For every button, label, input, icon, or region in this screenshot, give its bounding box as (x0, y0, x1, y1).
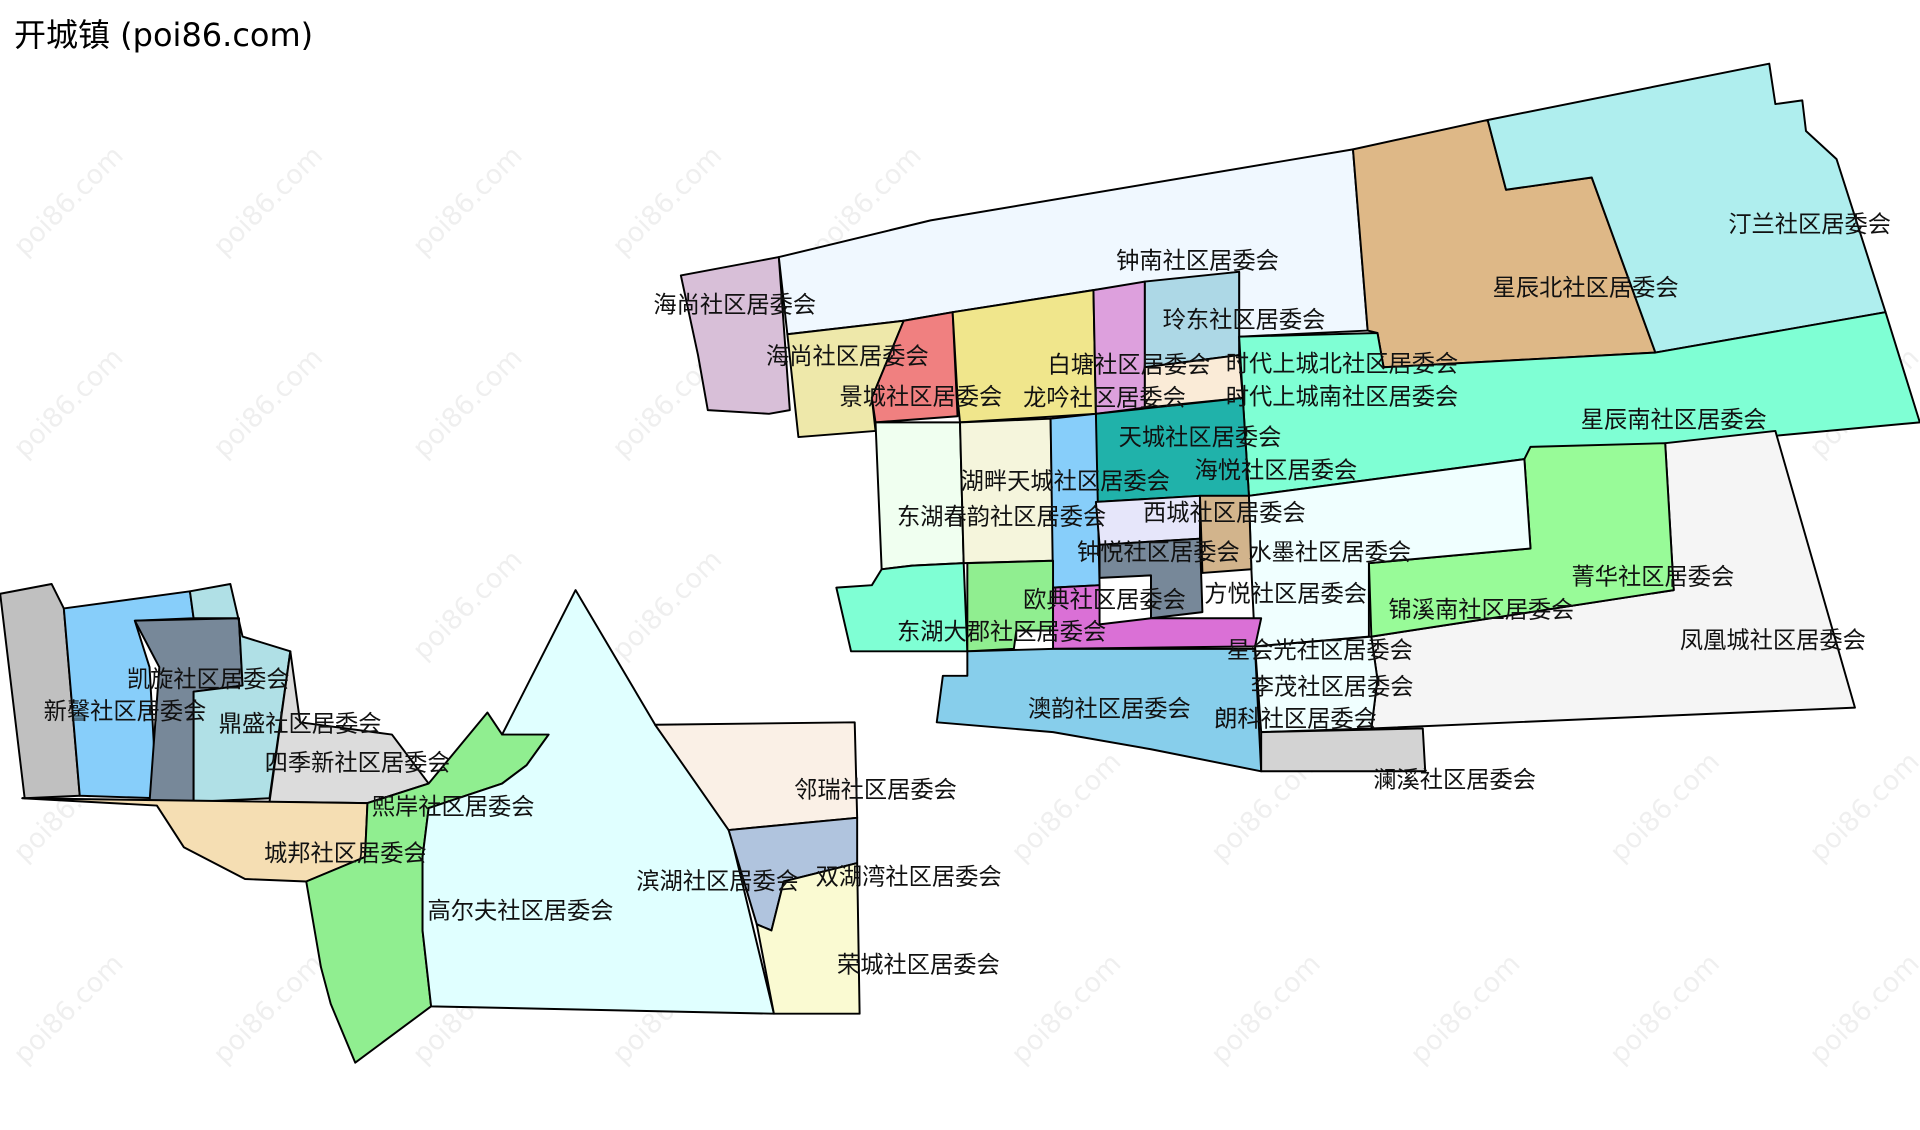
region-polygon[interactable] (1254, 635, 1379, 734)
region-label: 澜溪社区居委会 (1373, 767, 1536, 794)
region-label: 城邦社区居委会 (264, 840, 427, 867)
region-label: 荣城社区居委会 (837, 951, 1000, 978)
region-label: 新馨社区居委会 (44, 698, 207, 725)
region-label: 景城社区居委会 (839, 383, 1002, 410)
region-label: 锦溪南社区居委会 (1389, 596, 1575, 623)
region-label: 西城社区居委会 (1143, 500, 1306, 527)
region-label: 汀兰社区居委会 (1728, 211, 1891, 238)
region-polygon[interactable] (1486, 62, 1887, 354)
watermark-text: poi86.com (407, 342, 529, 464)
region-label: 邻瑞社区居委会 (794, 776, 957, 803)
region-polygon[interactable] (755, 862, 861, 1015)
region-label: 星会光社区居委会 (1227, 637, 1413, 664)
region-label: 滨湖社区居委会 (636, 868, 799, 895)
region-label: 东湖大郡社区居委会 (897, 618, 1106, 645)
region-label: 星辰南社区居委会 (1581, 407, 1767, 434)
watermark-text: poi86.com (8, 140, 130, 262)
watermark-text: poi86.com (1205, 948, 1327, 1070)
region-label: 东湖春韵社区居委会 (897, 503, 1106, 530)
region-label: 双湖湾社区居委会 (816, 863, 1002, 890)
region-label: 时代上城南社区居委会 (1226, 383, 1459, 410)
region-label: 时代上城北社区居委会 (1226, 350, 1459, 377)
region-label: 玲东社区居委会 (1163, 306, 1326, 333)
region-label: 天城社区居委会 (1119, 424, 1282, 451)
watermark-text: poi86.com (1804, 948, 1920, 1070)
region-label: 海悦社区居委会 (1194, 457, 1357, 484)
region-label: 朗科社区居委会 (1214, 705, 1377, 732)
region-label: 鼎盛社区居委会 (219, 710, 382, 737)
region-polygon[interactable] (951, 289, 1097, 424)
region-label: 高尔夫社区居委会 (427, 898, 613, 925)
region-label: 海尚社区居委会 (766, 343, 929, 370)
watermark-text: poi86.com (606, 544, 728, 666)
watermark-text: poi86.com (8, 342, 130, 464)
region-label: 熙岸社区居委会 (372, 794, 535, 821)
region-polygon[interactable] (1260, 727, 1427, 773)
region-label: 水墨社区居委会 (1248, 539, 1411, 566)
region-label: 白塘社区居委会 (1048, 352, 1211, 379)
watermark-text: poi86.com (207, 948, 329, 1070)
region-polygon[interactable] (935, 647, 1263, 773)
watermark-text: poi86.com (1604, 948, 1726, 1070)
watermark-text: poi86.com (606, 140, 728, 262)
region-label: 凯旋社区居委会 (127, 666, 290, 693)
watermark-text: poi86.com (1604, 746, 1726, 868)
region-label: 钟南社区居委会 (1116, 247, 1279, 274)
region-label: 龙吟社区居委会 (1023, 385, 1186, 412)
region-label: 钟悦社区居委会 (1077, 539, 1240, 566)
region-label: 方悦社区居委会 (1204, 580, 1367, 607)
region-polygon[interactable] (1247, 458, 1532, 648)
watermark-text: poi86.com (1804, 746, 1920, 868)
region-label: 澳韵社区居委会 (1028, 696, 1191, 723)
watermark-text: poi86.com (8, 948, 130, 1070)
map-title: 开城镇 (poi86.com) (14, 16, 314, 54)
region-label: 四季新社区居委会 (265, 749, 451, 776)
region-label: 欧典社区居委会 (1023, 587, 1186, 614)
region-label: 湖畔天城社区居委会 (961, 468, 1170, 495)
region-polygon[interactable] (870, 311, 959, 424)
region-label: 李茂社区居委会 (1251, 674, 1414, 701)
watermark-text: poi86.com (207, 140, 329, 262)
region-polygon[interactable] (835, 562, 969, 653)
region-label: 星辰北社区居委会 (1493, 274, 1679, 301)
watermark-text: poi86.com (1005, 948, 1127, 1070)
watermark-text: poi86.com (407, 544, 529, 666)
region-label: 菁华社区居委会 (1572, 563, 1735, 590)
region-layer (0, 62, 1920, 1064)
region-label: 凤凰城社区居委会 (1680, 627, 1866, 654)
region-polygon[interactable] (874, 421, 965, 571)
watermark-text: poi86.com (207, 342, 329, 464)
watermark-text: poi86.com (1405, 948, 1527, 1070)
region-polygon[interactable] (1198, 494, 1253, 574)
region-label: 海尚社区居委会 (653, 292, 816, 319)
watermark-text: poi86.com (1005, 746, 1127, 868)
watermark-text: poi86.com (407, 140, 529, 262)
